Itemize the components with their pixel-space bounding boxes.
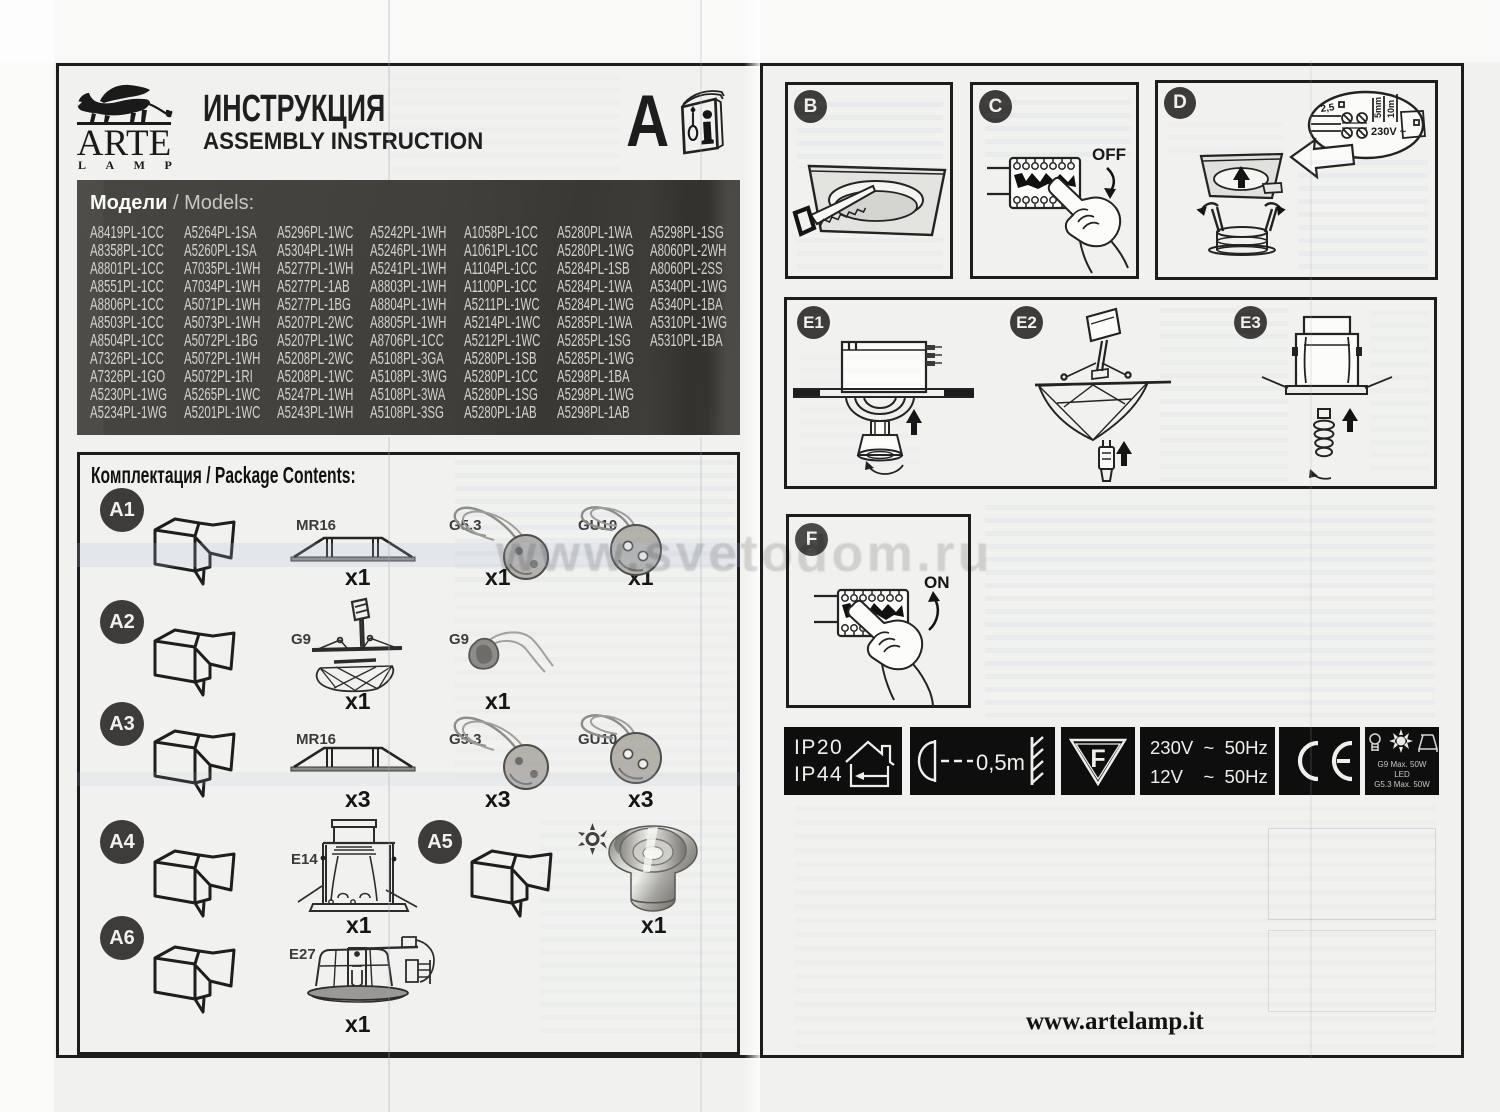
svg-text:ON: ON [924,573,950,592]
svg-text:230V ~: 230V ~ [1371,126,1407,138]
svg-text:5mm: 5mm [1373,97,1383,118]
svg-text:G9 Max. 50W: G9 Max. 50W [1378,760,1427,769]
svg-text:10m: 10m [1386,100,1396,118]
svg-text:F: F [1090,745,1105,773]
svg-text:G5.3 Max. 50W: G5.3 Max. 50W [1374,780,1430,789]
svg-text:2,5: 2,5 [1320,102,1336,115]
svg-text:OFF: OFF [1092,145,1126,164]
svg-text:0,5m: 0,5m [976,750,1025,775]
svg-text:LED: LED [1394,770,1410,779]
